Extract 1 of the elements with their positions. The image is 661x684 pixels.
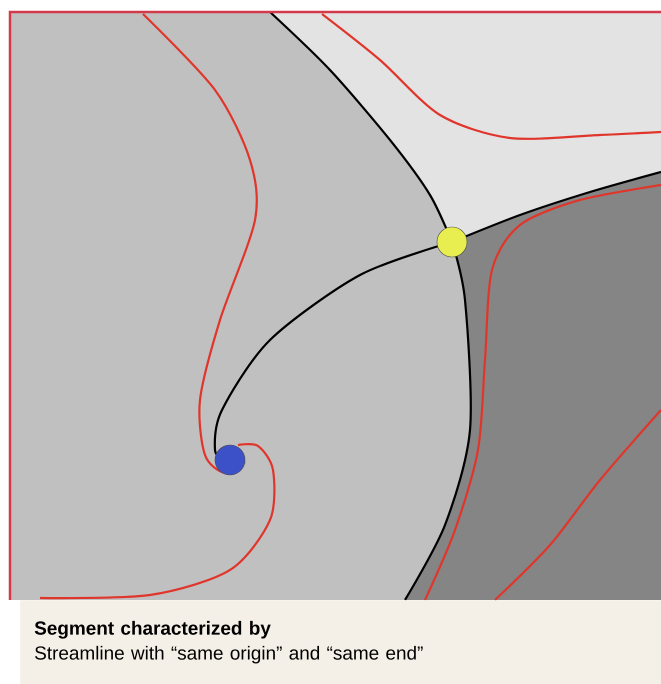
caption-box: Segment characterized by Streamline with “same origin” and “same end” [20,600,661,684]
